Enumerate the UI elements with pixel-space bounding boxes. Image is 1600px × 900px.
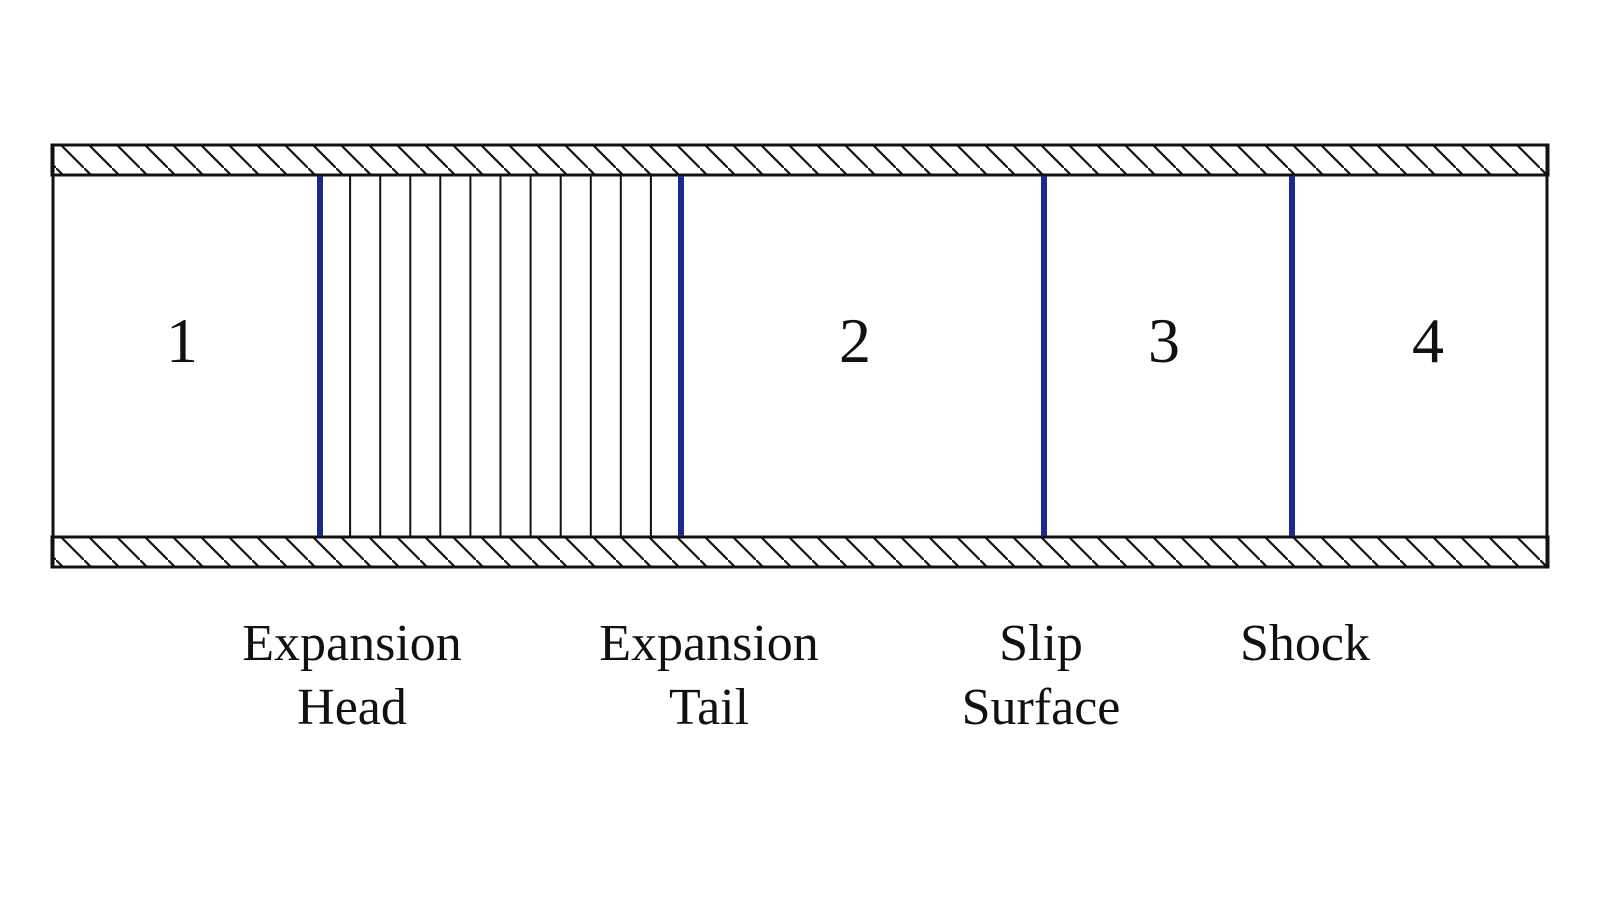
interface-labels: Expansion Head Expansion Tail Slip Surfa…: [242, 615, 1370, 736]
expansion-head-label-line-2: Head: [297, 679, 407, 736]
expansion-fan: [349, 176, 652, 536]
discontinuities: [317, 176, 1295, 536]
region-1-label: 1: [166, 305, 198, 376]
expansion-head-label-line-1: Expansion: [242, 615, 462, 672]
tube: [50, 143, 1550, 569]
region-2-label: 2: [839, 305, 871, 376]
region-labels: 1 2 3 4: [166, 305, 1444, 376]
slip-surface-label-line-1: Slip: [999, 615, 1083, 672]
slip-surface-label-line-2: Surface: [962, 679, 1121, 736]
expansion-tail-label-line-2: Tail: [669, 679, 749, 736]
bottom-wall: [50, 535, 1550, 569]
region-4-label: 4: [1412, 305, 1444, 376]
top-wall: [50, 143, 1550, 177]
expansion-tail-label-line-1: Expansion: [599, 615, 819, 672]
region-3-label: 3: [1148, 305, 1180, 376]
shock-label: Shock: [1240, 615, 1370, 672]
